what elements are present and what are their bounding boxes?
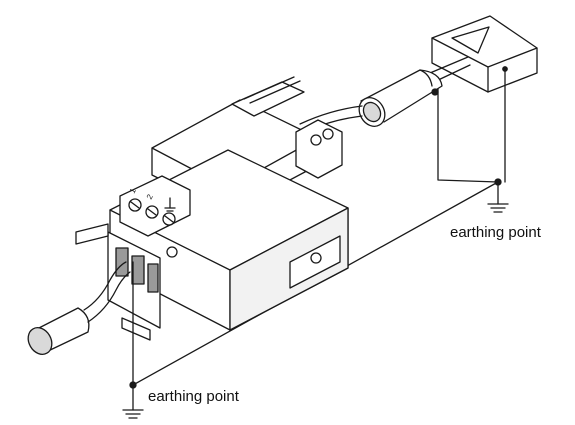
sensor-wires [437, 68, 506, 186]
cable-sensor-lower [27, 261, 131, 355]
terminal-marks: 1 2 [128, 186, 155, 201]
terminal-earth-mark-icon [164, 197, 176, 212]
terminal-mark-2: 2 [145, 192, 155, 201]
sensor-box [431, 15, 538, 93]
cable-sensor-upper [358, 56, 471, 127]
triangle-symbol-icon [451, 26, 490, 54]
earthing-point-label-right: earthing point [450, 224, 541, 241]
device-body [75, 76, 349, 341]
terminal-mark-1: 1 [128, 186, 138, 195]
earth-symbol-bottom-icon [122, 384, 144, 419]
earthing-point-label-bottom: earthing point [148, 388, 239, 405]
earth-symbol-right-icon [487, 181, 509, 213]
